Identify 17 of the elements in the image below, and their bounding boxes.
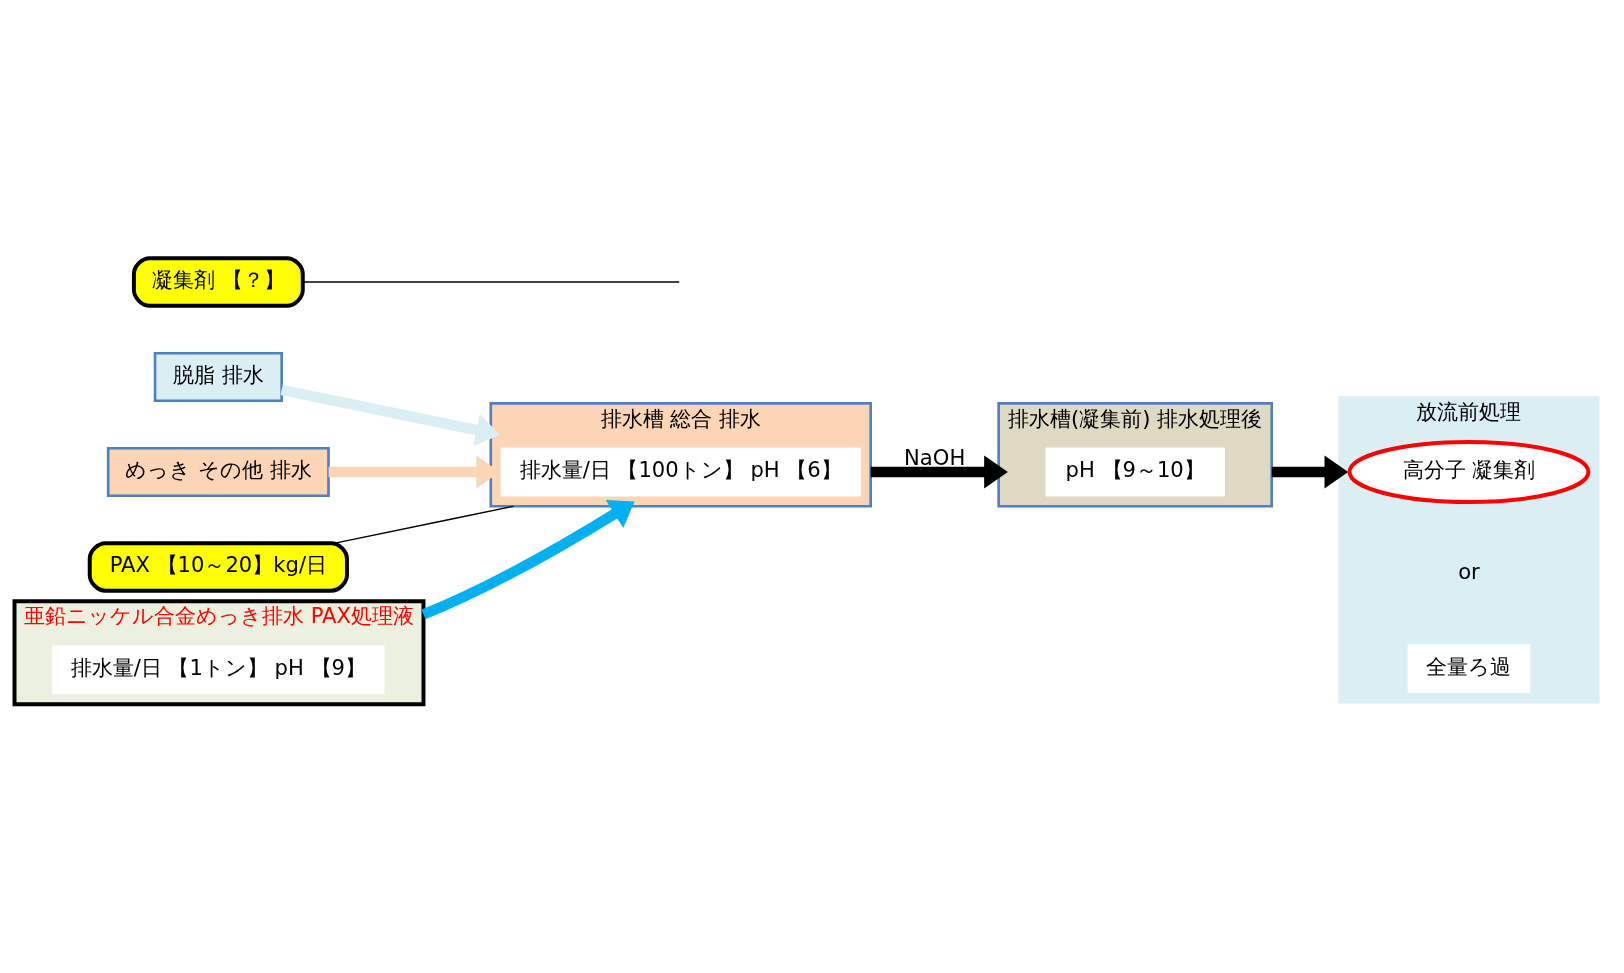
arrow: [1271, 455, 1349, 489]
edge-label: NaOH: [904, 445, 966, 471]
connector: [334, 505, 515, 544]
node-box: 排水量/日 【100トン】 pH 【6】: [500, 447, 861, 497]
node-box: pH 【9～10】: [1045, 447, 1225, 497]
label: or: [1458, 558, 1480, 584]
arrow: [280, 384, 500, 447]
node-box: めっき その他 排水: [106, 446, 330, 498]
node-box: 全量ろ過: [1407, 644, 1531, 693]
node-box: 排水量/日 【1トン】 pH 【9】: [52, 645, 385, 695]
node-box: PAX 【10～20】kg/日: [87, 541, 349, 593]
node-box: 脱脂 排水: [153, 351, 283, 403]
arrow: [421, 499, 635, 620]
node-box: 凝集剤 【？】: [131, 256, 305, 308]
node-ellipse: 高分子 凝集剤: [1347, 439, 1591, 504]
arrow: [870, 455, 1008, 489]
connector: [302, 281, 680, 283]
